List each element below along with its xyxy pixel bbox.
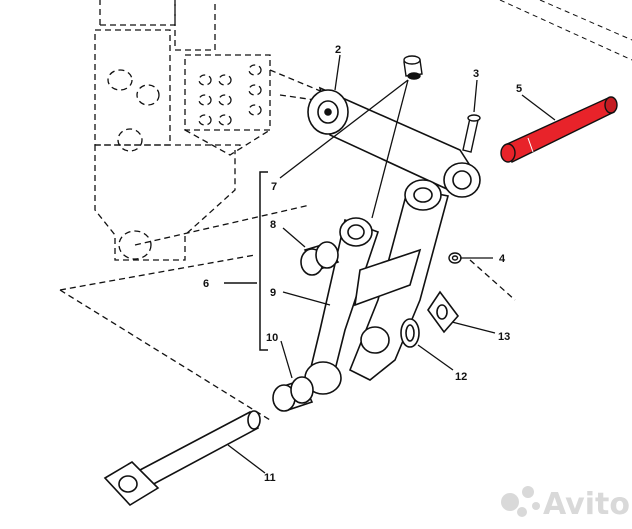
callout-3: 3	[473, 68, 479, 80]
watermark: Avito	[501, 486, 630, 522]
link-plate	[307, 86, 481, 198]
callout-8: 8	[270, 219, 276, 231]
long-pin	[103, 410, 261, 507]
callout-4: 4	[499, 253, 506, 265]
lock-plate	[427, 290, 460, 334]
callout-11: 11	[264, 472, 276, 484]
leader-lines	[227, 54, 556, 474]
callout-7: 7	[271, 181, 277, 193]
callout-12: 12	[455, 371, 467, 383]
shim-ring	[400, 318, 420, 348]
bushing-lower	[272, 376, 314, 412]
bushing-upper	[300, 241, 340, 276]
grease-fitting	[403, 55, 423, 80]
callout-6: 6	[203, 278, 209, 290]
callout-5: 5	[516, 83, 522, 95]
callout-9: 9	[270, 287, 276, 299]
bolt	[462, 114, 481, 153]
watermark-text: Avito	[543, 487, 630, 522]
callout-labels: 2 3 4 5 6 7 8 9 10 11 12 13	[203, 44, 522, 484]
guide-line-upper-right	[499, 0, 632, 61]
callout-10: 10	[266, 332, 278, 344]
group-bracket	[224, 171, 268, 351]
callout-2: 2	[335, 44, 341, 56]
nut	[448, 252, 462, 264]
boom-outline	[59, 0, 516, 421]
avito-logo-icon	[501, 486, 540, 517]
callout-13: 13	[498, 331, 510, 343]
highlighted-pin	[500, 96, 618, 163]
h-link-frame	[303, 179, 449, 395]
